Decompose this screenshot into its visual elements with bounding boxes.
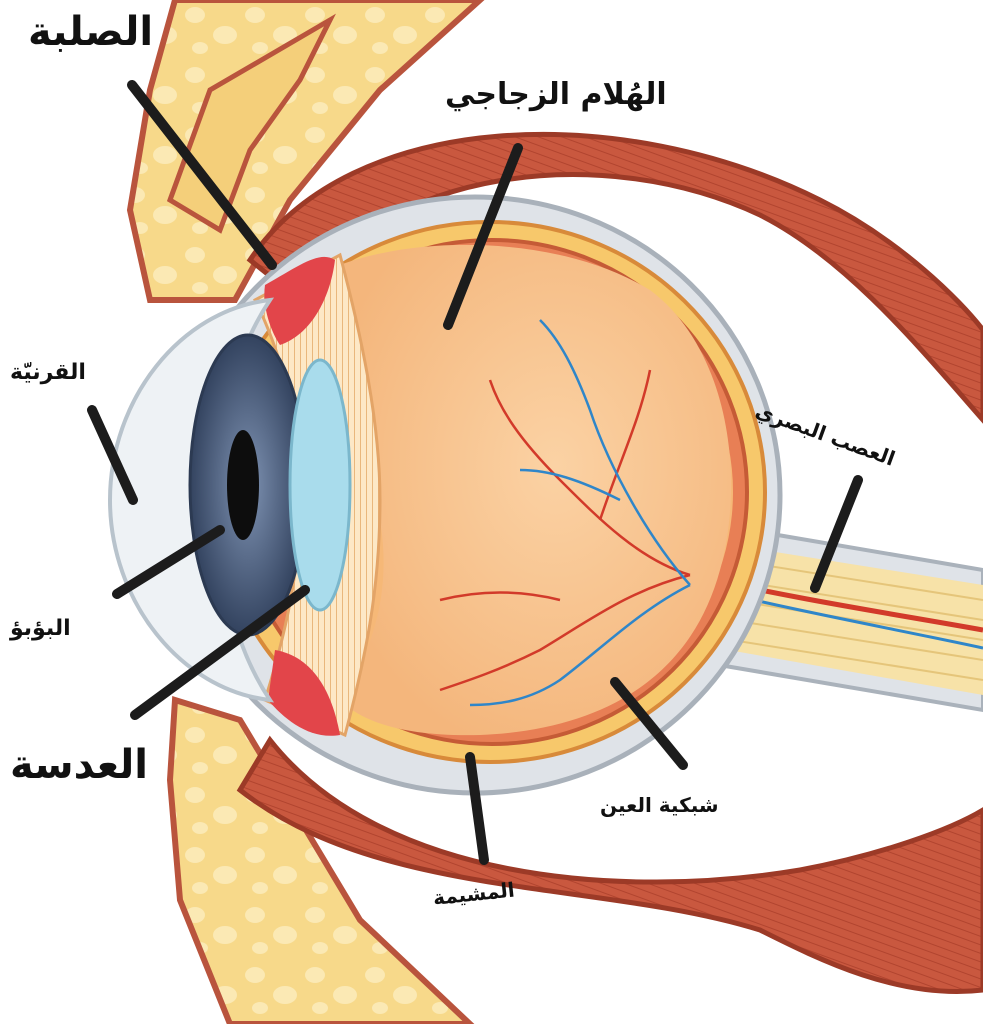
leader-retina: [610, 677, 688, 770]
leader-lines: [87, 80, 863, 865]
label-retina: شبكية العين: [600, 793, 719, 817]
leader-sclera: [127, 80, 277, 270]
label-sclera: الصلبة: [28, 9, 154, 55]
retinal-vessels: [439, 319, 691, 707]
label-lens: العدسة: [10, 742, 149, 788]
vitreous-body: [340, 244, 732, 736]
label-pupil: البؤبؤ: [10, 616, 71, 641]
leader-pupil: [112, 525, 225, 599]
leader-lens: [130, 585, 310, 720]
leader-vitreous: [443, 143, 523, 330]
label-vitreous: الهُلام الزجاجي: [445, 77, 667, 112]
leader-cornea: [87, 405, 138, 505]
leader-optic-nerve: [810, 475, 863, 593]
label-cornea: القرنيّة: [10, 360, 86, 385]
pupil-shape: [227, 430, 259, 540]
lens-shape: [288, 358, 352, 612]
leader-choroid: [465, 752, 489, 865]
